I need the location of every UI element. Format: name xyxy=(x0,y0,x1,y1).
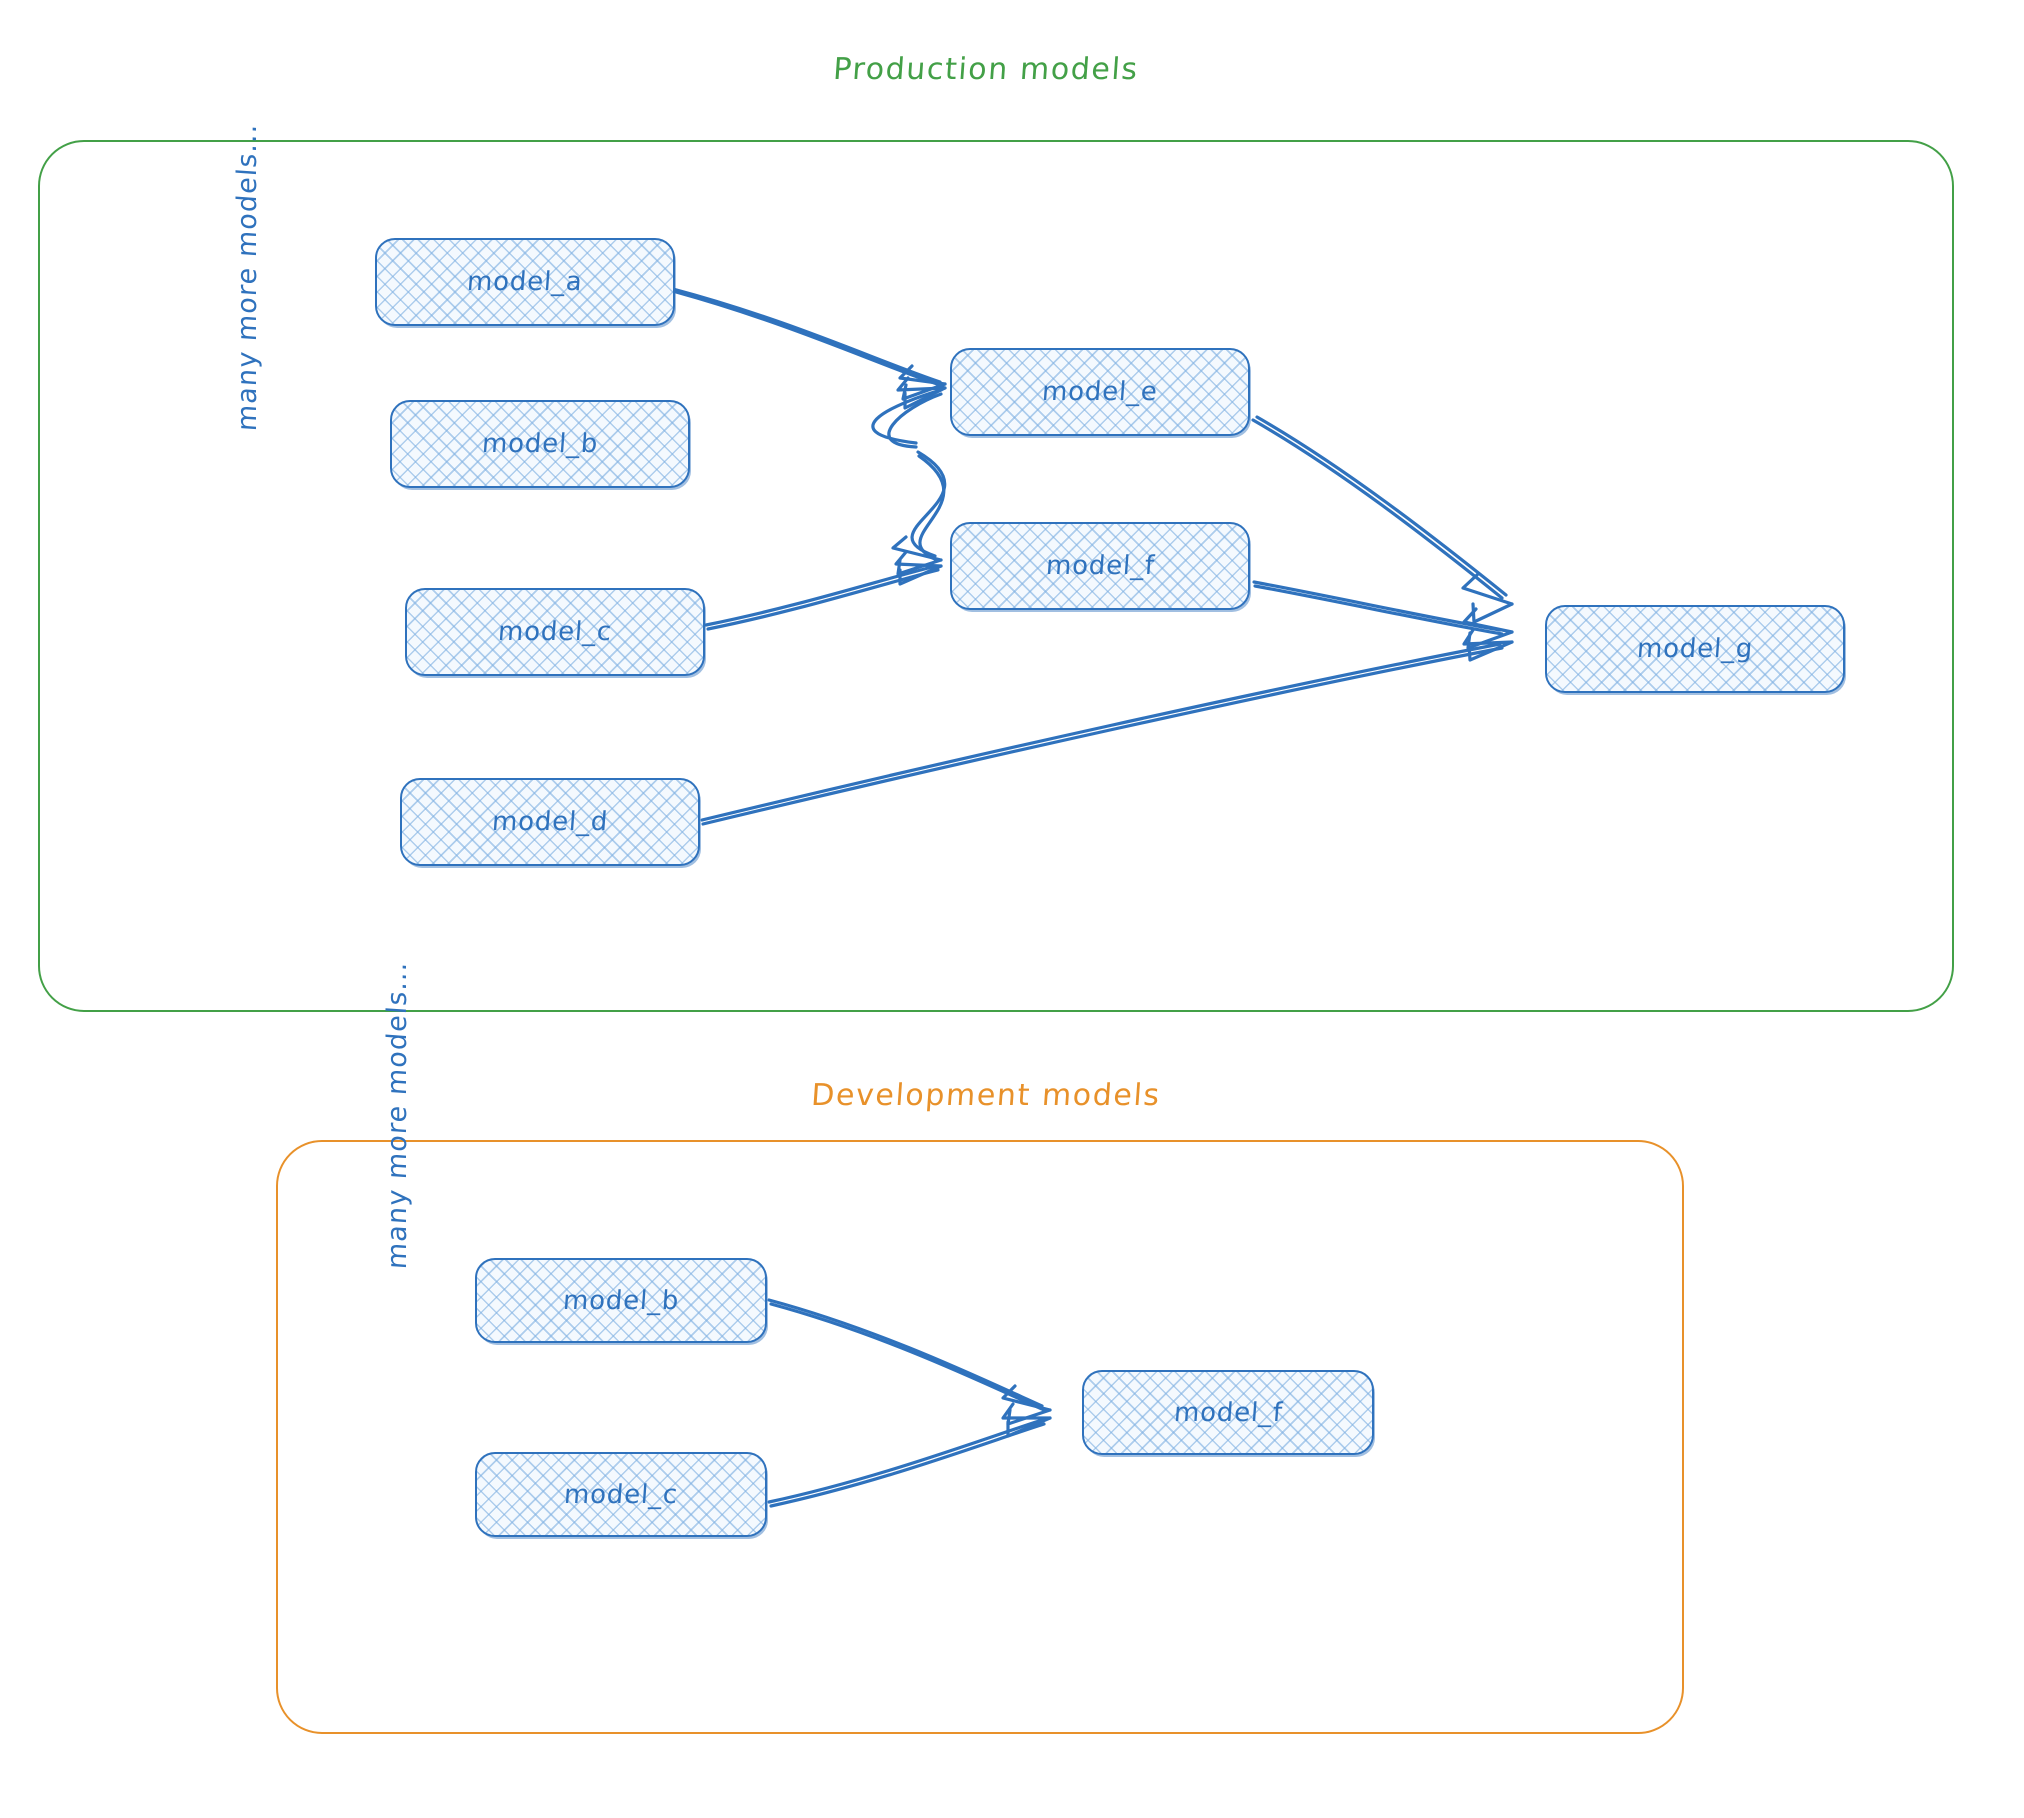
edge-dev-model-c-to-model-f xyxy=(767,1402,1052,1508)
node-model-f-label: model_f xyxy=(1044,551,1156,581)
node-model-a[interactable]: model_a xyxy=(375,238,675,326)
node-dev-model-c-label: model_c xyxy=(563,1479,679,1510)
edge-model-d-to-model-g xyxy=(700,628,1514,826)
node-model-e-label: model_e xyxy=(1041,377,1159,407)
node-dev-model-b-label: model_b xyxy=(561,1285,681,1316)
node-model-a-label: model_a xyxy=(466,267,584,297)
node-dev-model-b[interactable]: model_b xyxy=(475,1258,767,1343)
node-model-c-label: model_c xyxy=(497,617,613,647)
node-model-b[interactable]: model_b xyxy=(390,400,690,488)
node-model-c[interactable]: model_c xyxy=(405,588,705,676)
edge-model-c-to-model-f xyxy=(704,550,943,631)
development-group-frame xyxy=(276,1140,1684,1734)
node-dev-model-f[interactable]: model_f xyxy=(1082,1370,1374,1455)
edge-dev-model-b-to-model-f xyxy=(767,1298,1052,1426)
edge-model-b-to-model-b-e xyxy=(871,376,947,449)
node-model-d-label: model_d xyxy=(490,807,610,837)
node-model-g-label: model_g xyxy=(1635,634,1755,664)
production-group-frame xyxy=(38,140,1954,1012)
node-model-d[interactable]: model_d xyxy=(400,778,700,866)
production-group-title: Production models xyxy=(832,52,1140,87)
node-model-f[interactable]: model_f xyxy=(950,522,1250,610)
edge-model-e-to-model-g xyxy=(1251,415,1514,624)
node-dev-model-c[interactable]: model_c xyxy=(475,1452,767,1537)
node-model-g[interactable]: model_g xyxy=(1545,605,1845,693)
development-group-title: Development models xyxy=(810,1078,1162,1113)
node-dev-model-f-label: model_f xyxy=(1172,1397,1284,1428)
node-model-b-label: model_b xyxy=(480,429,600,459)
node-model-e[interactable]: model_e xyxy=(950,348,1250,436)
